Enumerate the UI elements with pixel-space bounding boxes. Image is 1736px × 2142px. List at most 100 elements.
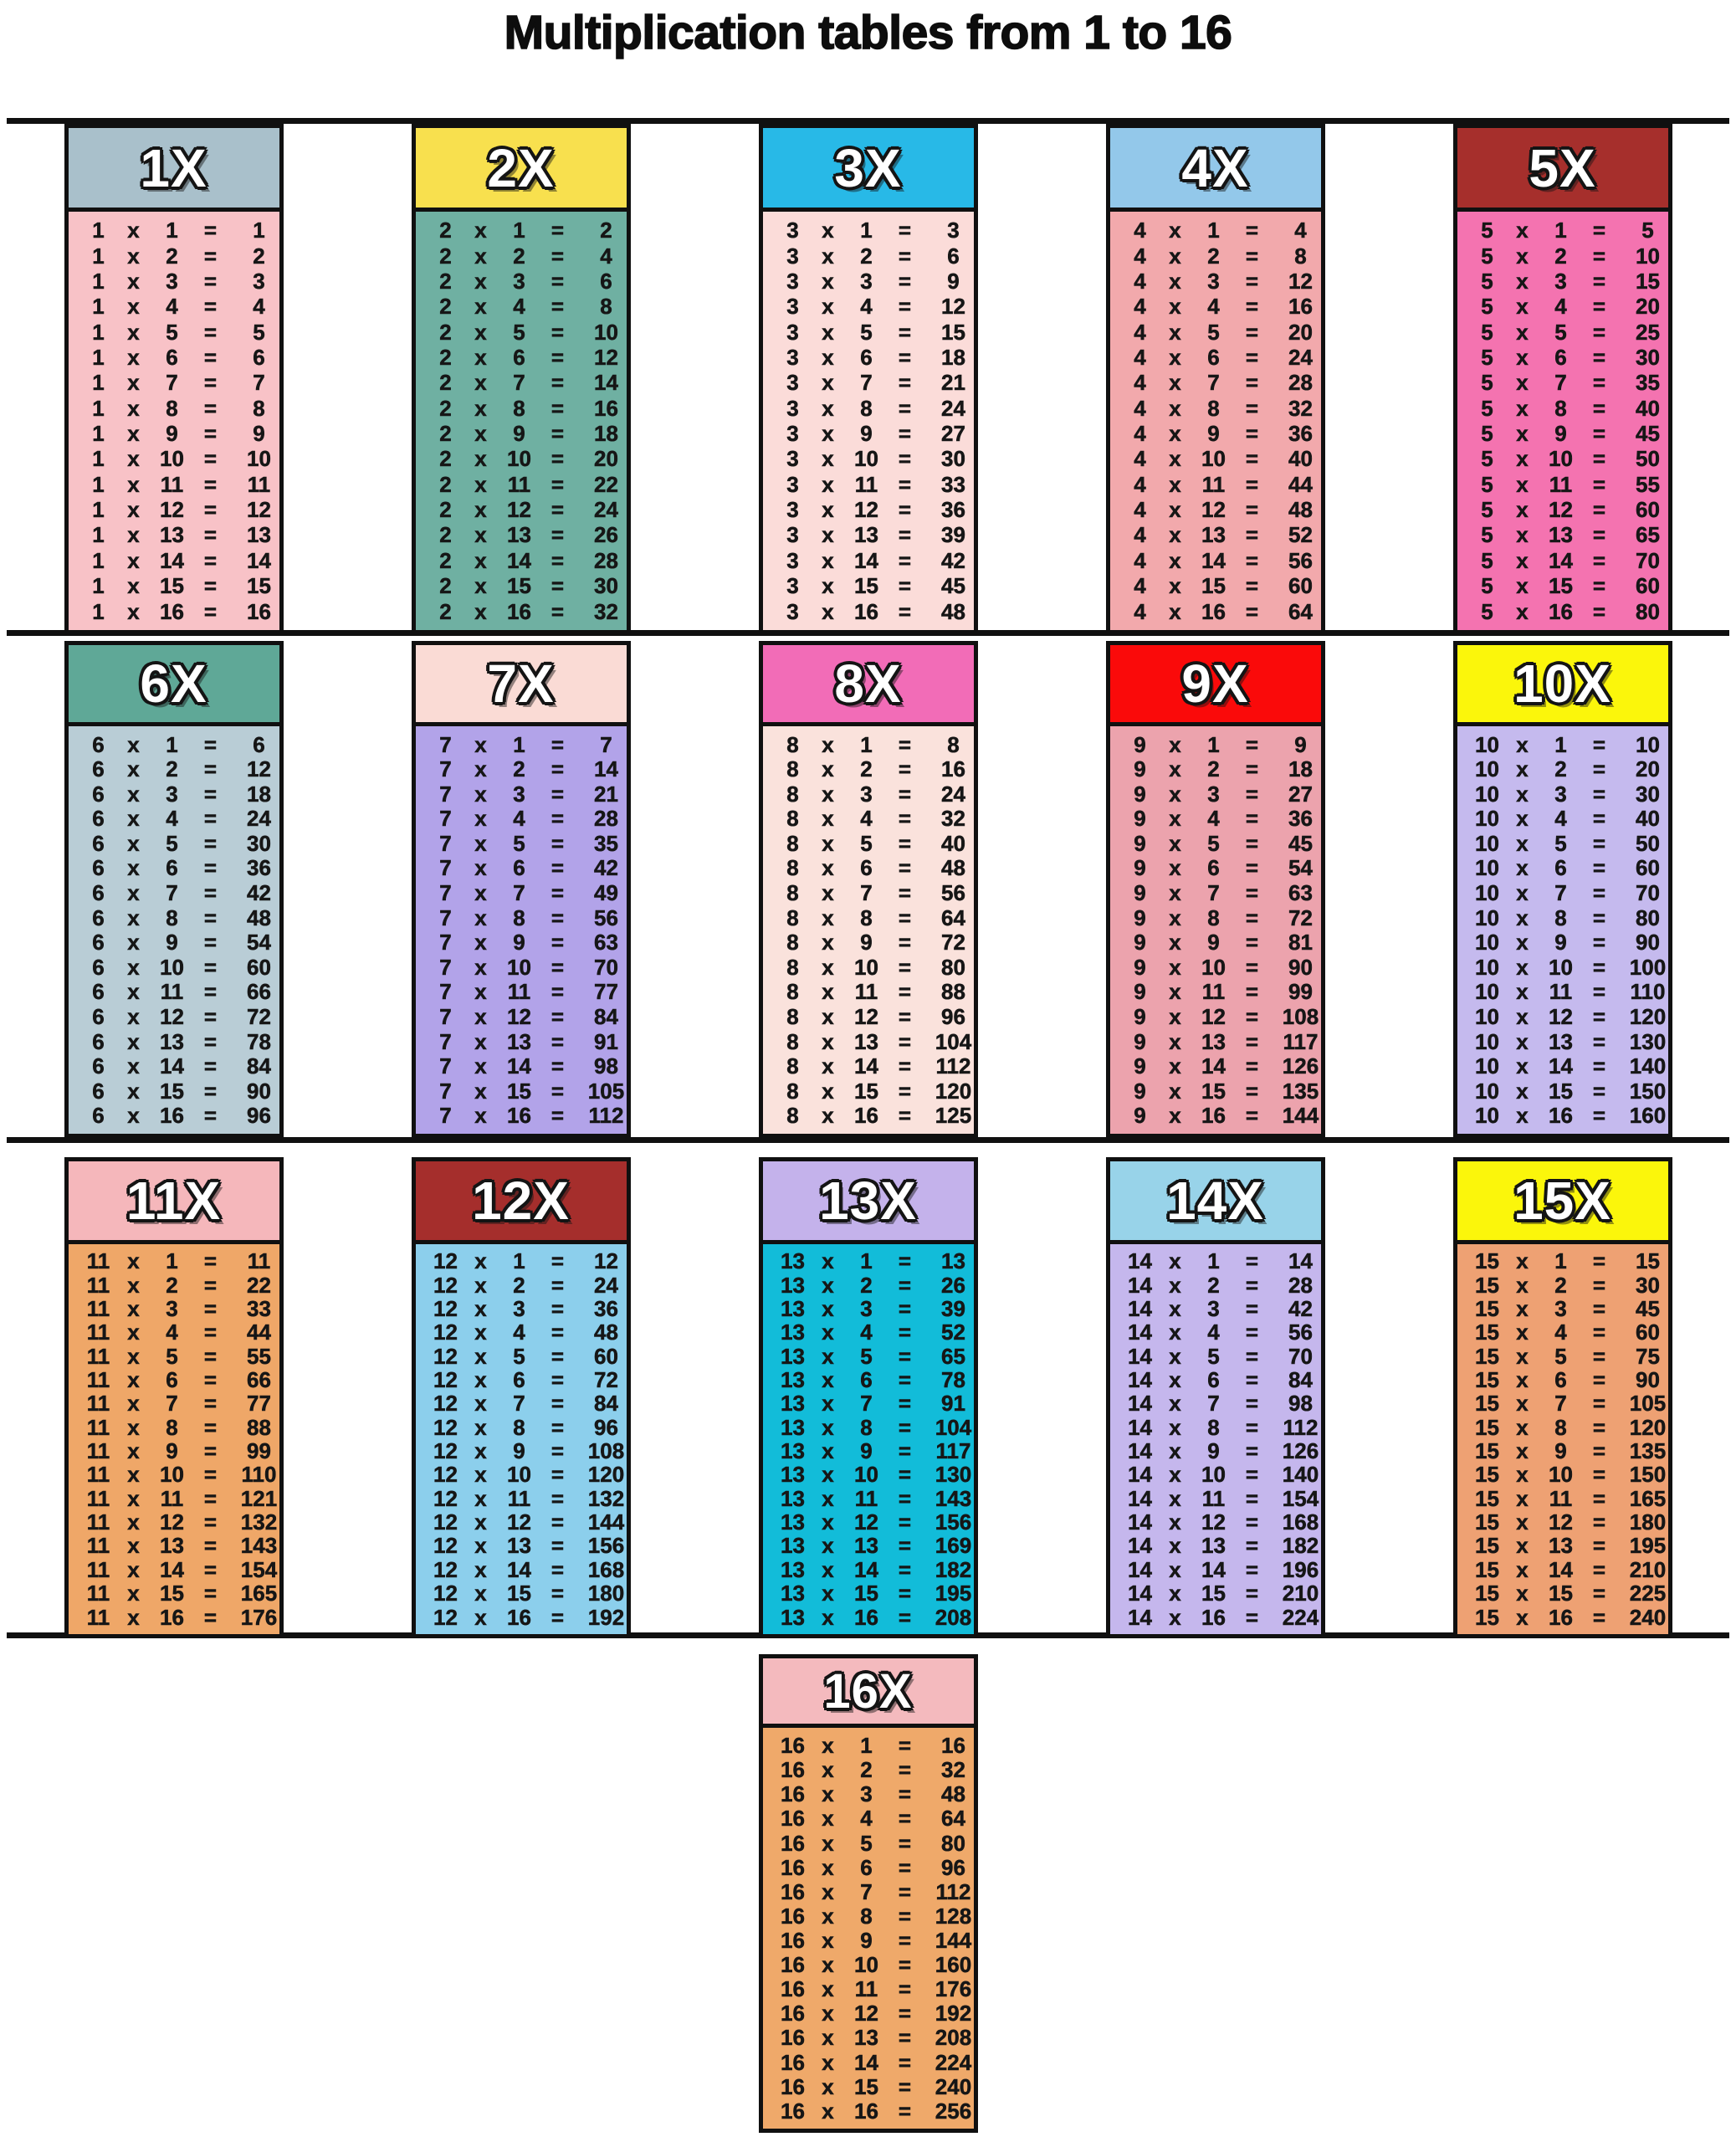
multiplier: 5 [1554,830,1567,856]
multiplier: 1 [860,1733,873,1759]
multiplicand: 11 [86,1509,110,1535]
times-symbol: x [1516,1438,1529,1464]
equals-symbol: = [551,319,565,345]
equals-symbol: = [1592,1485,1606,1511]
multiplier: 8 [513,395,525,421]
multiplicand: 16 [781,1733,805,1759]
multiplicand: 14 [1128,1367,1152,1393]
multiplicand: 12 [433,1438,458,1464]
equals-symbol: = [1592,395,1606,421]
times-symbol: x [1516,930,1529,956]
times-symbol: x [822,1733,834,1759]
multiplicand: 11 [86,1320,110,1345]
multiplicand: 6 [92,1103,105,1129]
multiplicand: 14 [1128,1556,1152,1582]
multiplicand: 11 [86,1296,110,1322]
multiplier: 13 [1549,1533,1573,1559]
equals-symbol: = [1592,1391,1606,1417]
times-symbol: x [127,1509,140,1535]
product: 12 [594,345,618,371]
multiplier: 3 [166,1296,178,1322]
multiplicand: 2 [439,345,452,371]
times-symbol: x [1516,471,1529,497]
multiplicand: 7 [439,1103,452,1129]
multiplier: 12 [160,1509,184,1535]
multiplier: 3 [1207,781,1220,807]
multiplicand: 4 [1134,547,1146,573]
equals-symbol: = [551,954,565,980]
equals-symbol: = [1592,1367,1606,1393]
product: 56 [1288,1320,1313,1345]
multiplier: 5 [1207,319,1220,345]
multiplier: 15 [507,1078,531,1104]
multiplicand: 16 [781,1927,805,1953]
equals-symbol: = [898,1272,912,1298]
multiplicand: 13 [781,1320,805,1345]
product: 154 [240,1556,278,1582]
product: 36 [247,855,271,881]
multiplier: 9 [1207,421,1220,447]
multiplicand: 3 [786,218,799,243]
times-symbol: x [1169,294,1181,320]
equals-symbol: = [898,547,912,573]
multiplier: 7 [513,370,525,396]
multiplier: 4 [513,294,525,320]
equals-symbol: = [898,930,912,956]
multiplier: 11 [160,1485,184,1511]
equals-symbol: = [1592,1509,1606,1535]
multiplicand: 2 [439,395,452,421]
times-symbol: x [474,1509,487,1535]
multiplier: 15 [160,1581,184,1606]
product: 7 [600,731,612,757]
times-symbol: x [127,395,140,421]
multiplicand: 6 [92,880,105,906]
product: 6 [253,731,265,757]
times-symbol: x [1516,421,1529,447]
multiplicand: 5 [1481,395,1493,421]
multiplier: 15 [854,2073,878,2099]
product: 112 [1283,1414,1319,1440]
product: 8 [253,395,265,421]
multiplier: 16 [160,1103,184,1129]
times-symbol: x [127,1556,140,1582]
equals-symbol: = [203,1509,218,1535]
equals-symbol: = [203,1391,218,1417]
times-symbol: x [474,218,487,243]
equals-symbol: = [1245,954,1259,980]
equals-symbol: = [203,446,218,472]
equals-symbol: = [898,904,912,930]
product: 90 [1288,954,1313,980]
product: 42 [247,880,271,906]
times-symbol: x [127,218,140,243]
product: 16 [247,598,271,624]
times-symbol: x [1169,1053,1181,1079]
multiplicand: 1 [92,497,105,523]
times-symbol: x [1169,1414,1181,1440]
multiplier: 15 [1549,1581,1573,1606]
equals-symbol: = [203,1556,218,1582]
product: 180 [587,1581,625,1606]
times-symbol: x [474,855,487,881]
multiplicand: 4 [1134,345,1146,371]
times-symbol: x [822,269,834,295]
multiplier: 2 [1554,1272,1567,1298]
times-symbol: x [127,904,140,930]
equals-symbol: = [203,294,218,320]
equals-symbol: = [898,1320,912,1345]
